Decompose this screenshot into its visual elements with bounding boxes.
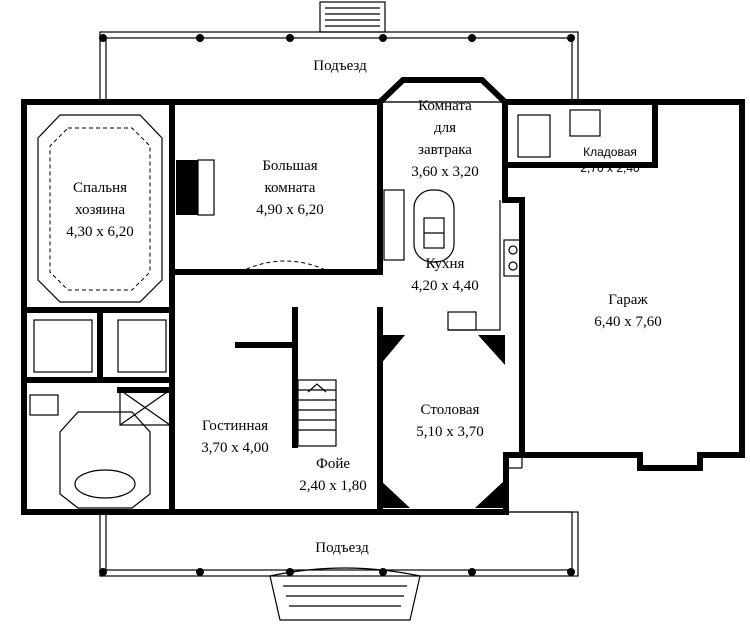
garage-fixtures [506, 455, 523, 469]
master-bedroom-size: 4,30 x 6,20 [66, 224, 134, 240]
exterior-walls [21, 77, 745, 515]
great-room-name-1: Большая [262, 158, 317, 174]
master-bedroom-ceiling [37, 114, 163, 303]
foyer-size: 2,40 x 1,80 [299, 478, 367, 494]
breakfast-room-name-3: завтрака [418, 142, 472, 158]
column-marker [327, 269, 333, 275]
master-bedroom-name-2: хозяина [75, 202, 125, 218]
porch-top [99, 1, 579, 103]
staircase [297, 379, 337, 447]
breakfast-room-size: 3,60 x 3,20 [411, 164, 479, 180]
fireplace [176, 159, 215, 216]
breakfast-room-name-2: для [434, 120, 456, 136]
closets [33, 319, 167, 373]
living-room-name: Гостинная [202, 418, 268, 434]
master-bath [29, 389, 171, 509]
dining-room-name: Столовая [421, 402, 480, 418]
pantry-name: Кладовая [583, 145, 637, 159]
pantry-fixtures [517, 109, 601, 158]
great-room-name-2: комната [265, 180, 316, 196]
dining-room-size: 5,10 x 3,70 [416, 424, 484, 440]
great-room-arc [239, 260, 331, 273]
garage-size: 6,40 x 7,60 [594, 314, 662, 330]
porch-bottom [99, 511, 579, 621]
kitchen-size: 4,20 x 4,40 [411, 278, 479, 294]
porch-bottom-label: Подъезд [315, 540, 369, 556]
dining-corners [380, 335, 505, 508]
master-bedroom-name-1: Спальня [73, 180, 127, 196]
foyer-name: Фойе [316, 456, 350, 472]
pantry-size: 2,70 x 2,40 [580, 161, 640, 175]
garage-name: Гараж [608, 292, 648, 308]
great-room-size: 4,90 x 6,20 [256, 202, 324, 218]
kitchen-name: Кухня [426, 256, 465, 272]
kitchen-counter [447, 200, 523, 331]
breakfast-room-name-1: Комната [418, 98, 472, 114]
interior-walls [21, 99, 658, 515]
kitchen-island [383, 189, 455, 263]
porch-top-label: Подъезд [313, 58, 367, 74]
living-room-size: 3,70 x 4,00 [201, 440, 269, 456]
column-marker [237, 269, 243, 275]
